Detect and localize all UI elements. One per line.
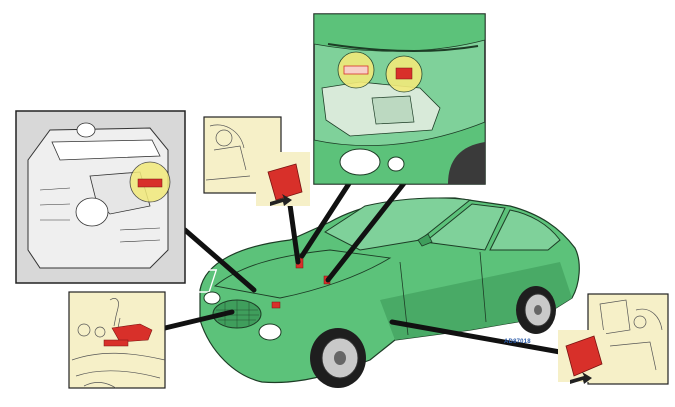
bay-label-2 <box>395 67 413 80</box>
leader-engine-bay-2 <box>325 179 408 283</box>
hood-outline <box>213 249 392 299</box>
inset-dashboard-left <box>203 116 310 206</box>
engine-cover <box>51 139 161 161</box>
leader-dashboard-left <box>287 202 301 265</box>
oil-cap <box>76 122 96 138</box>
bay-tyre <box>448 142 485 184</box>
label-icon-right <box>565 335 603 377</box>
side-window-front <box>423 203 506 251</box>
inset-engine-block <box>15 110 186 284</box>
side-window-rear <box>489 209 561 251</box>
leader-engine-bay-1 <box>299 179 353 259</box>
arrow-icon <box>270 194 292 206</box>
headlight-left <box>203 291 221 305</box>
bumper-lever <box>111 323 153 343</box>
leader-dashboard-right <box>389 319 563 355</box>
bay-foglight <box>387 156 405 172</box>
figure-reference-code: AD87018 <box>504 339 531 345</box>
inset-engine-bay <box>313 13 486 185</box>
front-wheel <box>310 328 366 388</box>
bay-label-1 <box>343 65 369 75</box>
engine-pulley <box>75 197 109 227</box>
leader-engine-block <box>182 227 257 293</box>
inset-dashboard-right <box>558 293 669 385</box>
bumper-label <box>103 339 129 347</box>
leader-lines <box>162 179 563 355</box>
label-marker-grille <box>271 301 281 309</box>
inset-bumper-release <box>68 291 166 389</box>
leader-bumper <box>162 309 235 331</box>
engine-label <box>137 178 163 188</box>
bay-headlight <box>339 148 381 176</box>
headlight-right <box>258 323 282 341</box>
bay-hood-edge <box>327 43 479 53</box>
side-mirror <box>417 233 433 247</box>
bay-battery <box>371 95 415 125</box>
arrow-icon-right <box>570 372 592 384</box>
rear-wheel <box>516 286 556 334</box>
label-icon <box>267 163 303 201</box>
